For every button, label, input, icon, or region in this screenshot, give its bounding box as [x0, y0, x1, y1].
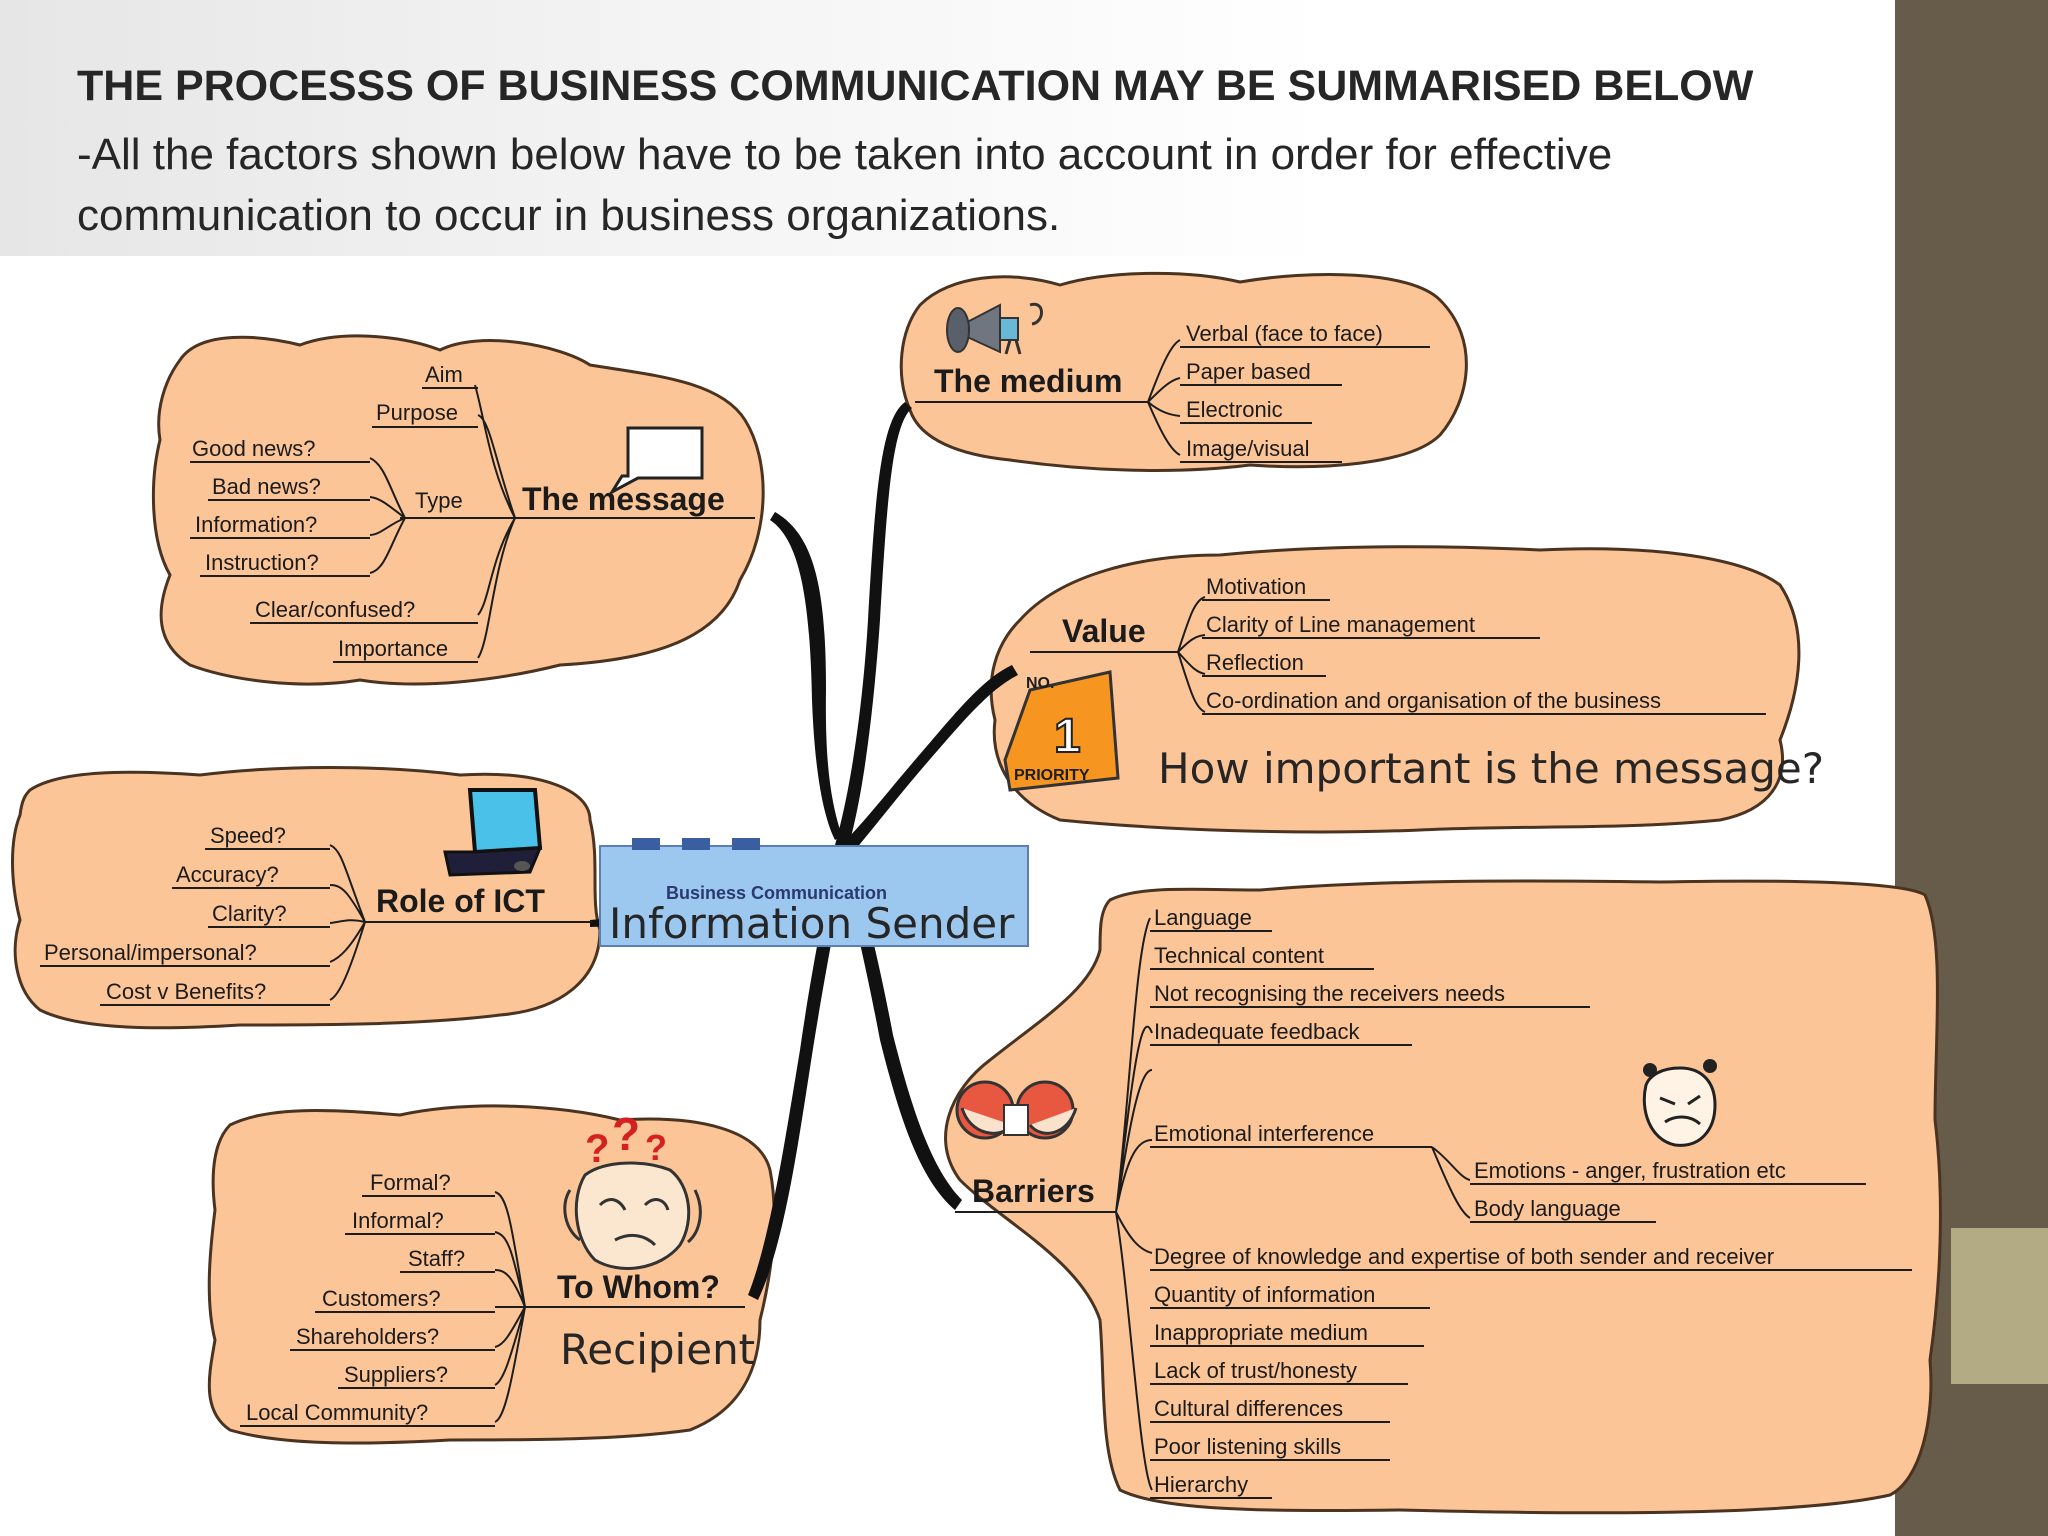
- ict-speed: Speed?: [210, 823, 286, 848]
- svg-text:?: ?: [585, 1127, 609, 1171]
- people-conflict-icon: [955, 1080, 1078, 1140]
- center-node: Business Communication: [599, 838, 1029, 947]
- whom-shareholders: Shareholders?: [296, 1324, 439, 1349]
- barriers-label: Barriers: [972, 1173, 1095, 1209]
- angry-face-icon: [1642, 1059, 1717, 1147]
- center-label: Business Communication: [666, 883, 887, 903]
- laptop-icon: [443, 788, 543, 877]
- cloud-value: [989, 545, 1801, 834]
- barrier-body-language: Body language: [1474, 1196, 1621, 1221]
- message-information: Information?: [195, 512, 317, 537]
- whom-overlay: Recipient: [560, 1325, 755, 1374]
- message-good-news: Good news?: [192, 436, 316, 461]
- cloud-message: [151, 334, 765, 686]
- barrier-receivers: Not recognising the receivers needs: [1154, 981, 1505, 1006]
- branch-medium: The medium Verbal (face to face) Paper b…: [915, 302, 1430, 463]
- value-coordination: Co-ordination and organisation of the bu…: [1206, 688, 1661, 713]
- barrier-cultural: Cultural differences: [1154, 1396, 1343, 1421]
- barrier-emotional: Emotional interference: [1154, 1121, 1374, 1146]
- message-aim: Aim: [425, 362, 463, 387]
- barrier-quantity: Quantity of information: [1154, 1282, 1375, 1307]
- priority-note-icon: NO. 1 PRIORITY: [1003, 670, 1120, 792]
- header-background: [0, 0, 1895, 256]
- medium-electronic: Electronic: [1186, 397, 1283, 422]
- whom-community: Local Community?: [246, 1400, 428, 1425]
- connector-medium: [835, 402, 912, 848]
- whom-formal: Formal?: [370, 1170, 451, 1195]
- whom-staff: Staff?: [408, 1246, 465, 1271]
- medium-image: Image/visual: [1186, 436, 1310, 461]
- whom-informal: Informal?: [352, 1208, 444, 1233]
- svg-text:?: ?: [612, 1108, 640, 1160]
- medium-paper: Paper based: [1186, 359, 1311, 384]
- ict-label: Role of ICT: [376, 883, 545, 919]
- ict-cost: Cost v Benefits?: [106, 979, 266, 1004]
- message-purpose: Purpose: [376, 400, 458, 425]
- barrier-emotions: Emotions - anger, frustration etc: [1474, 1158, 1786, 1183]
- branch-whom: To Whom? Formal? Informal? Staff? Custom…: [240, 1108, 755, 1427]
- message-bad-news: Bad news?: [212, 474, 321, 499]
- cloud-barriers: [944, 879, 1942, 1515]
- barrier-hierarchy: Hierarchy: [1154, 1472, 1248, 1497]
- barrier-medium: Inappropriate medium: [1154, 1320, 1368, 1345]
- connector-whom: [748, 860, 847, 1300]
- connector-message: [770, 512, 842, 840]
- barrier-knowledge: Degree of knowledge and expertise of bot…: [1154, 1244, 1774, 1269]
- message-type: Type: [415, 488, 463, 513]
- branch-message: The message Aim Purpose Type Good news? …: [190, 362, 755, 663]
- medium-verbal: Verbal (face to face): [1186, 321, 1383, 346]
- priority-no: NO.: [1026, 675, 1054, 692]
- center-overlay: Information Sender: [609, 899, 1015, 948]
- megaphone-icon: [946, 302, 1043, 355]
- value-reflection: Reflection: [1206, 650, 1304, 675]
- barrier-feedback: Inadequate feedback: [1154, 1019, 1361, 1044]
- branch-value: Value Motivation Clarity of Line managem…: [1003, 574, 1824, 793]
- svg-text:?: ?: [645, 1127, 667, 1168]
- value-label: Value: [1062, 613, 1146, 649]
- ict-clarity: Clarity?: [212, 901, 287, 926]
- whom-label: To Whom?: [557, 1269, 720, 1305]
- ict-personal: Personal/impersonal?: [44, 940, 257, 965]
- whom-suppliers: Suppliers?: [344, 1362, 448, 1387]
- value-overlay: How important is the message?: [1158, 744, 1824, 793]
- priority-word: PRIORITY: [1014, 767, 1090, 784]
- priority-number: 1: [1054, 710, 1081, 763]
- connector-value: [838, 665, 1018, 856]
- right-band-accent: [1951, 1228, 2048, 1384]
- value-clarity: Clarity of Line management: [1206, 612, 1475, 637]
- confused-person-icon: ? ? ?: [563, 1108, 702, 1270]
- message-importance: Importance: [338, 636, 448, 661]
- message-clear: Clear/confused?: [255, 597, 415, 622]
- whom-customers: Customers?: [322, 1286, 441, 1311]
- cloud-ict: [11, 766, 602, 1030]
- speech-bubble-icon: [607, 426, 704, 497]
- ict-accuracy: Accuracy?: [176, 862, 279, 887]
- value-motivation: Motivation: [1206, 574, 1306, 599]
- branch-ict: Role of ICT Speed? Accuracy? Clarity? Pe…: [40, 788, 592, 1006]
- barrier-technical: Technical content: [1154, 943, 1324, 968]
- slide-subtitle: -All the factors shown below have to be …: [77, 130, 1613, 240]
- slide-title: THE PROCESSS OF BUSINESS COMMUNICATION M…: [77, 62, 1754, 110]
- message-instruction: Instruction?: [205, 550, 319, 575]
- barrier-language: Language: [1154, 905, 1252, 930]
- branch-barriers: Barriers Language Technical content Not …: [955, 905, 1912, 1499]
- cloud-medium: [899, 271, 1468, 472]
- medium-label: The medium: [934, 363, 1122, 399]
- barrier-listening: Poor listening skills: [1154, 1434, 1341, 1459]
- barrier-trust: Lack of trust/honesty: [1154, 1358, 1357, 1383]
